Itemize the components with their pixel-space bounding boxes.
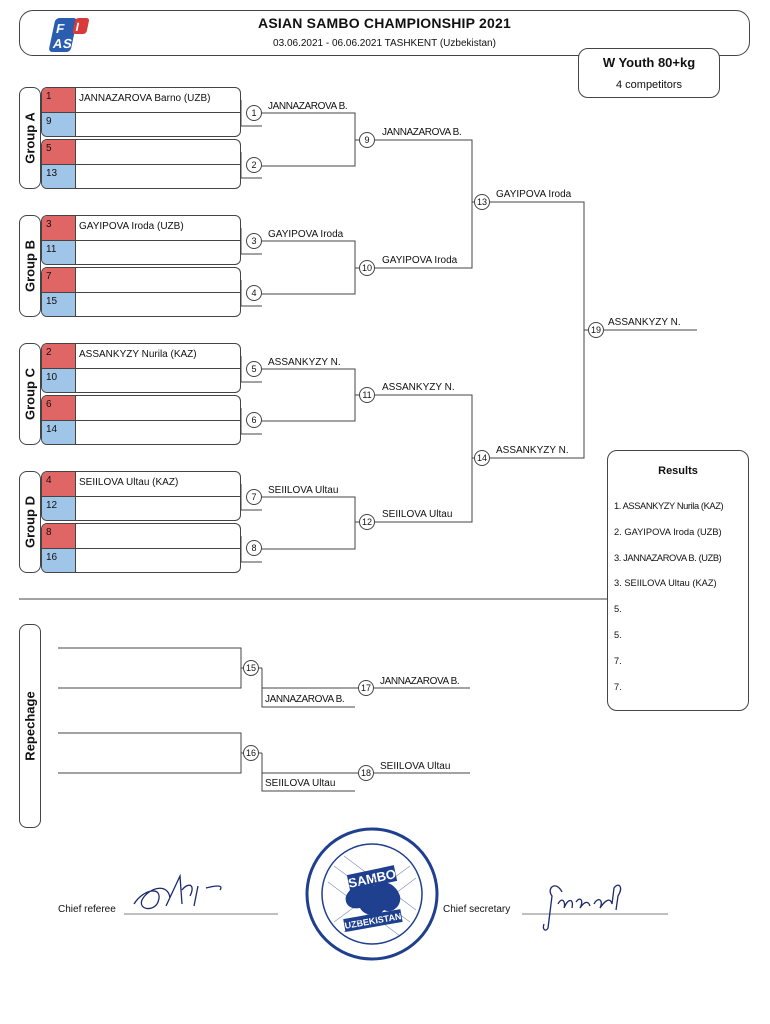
match-winner: JANNAZAROVA B. (380, 676, 460, 687)
group-d-label: Group D (19, 471, 41, 573)
competitor-count: 4 competitors (615, 79, 683, 91)
red-seed: 5 (42, 140, 76, 164)
match-winner: ASSANKYZY N. (268, 357, 341, 368)
match-number: 19 (588, 322, 604, 338)
svg-text:F: F (55, 21, 66, 36)
match-winner: GAYIPOVA Iroda (382, 255, 458, 266)
match-winner: ASSANKYZY N. (382, 382, 455, 393)
competitor-name: SEIILOVA Ultau (KAZ) (79, 477, 179, 488)
result-place: 7. (614, 682, 622, 692)
event-dates: 03.06.2021 - 06.06.2021 TASHKENT (Uzbeki… (273, 38, 496, 49)
group-b-label: Group B (19, 215, 41, 317)
match-winner: JANNAZAROVA B. (268, 101, 348, 112)
bout-pair: 8 16 (41, 523, 241, 573)
result-place: 2. GAYIPOVA Iroda (UZB) (614, 527, 722, 537)
match-number: 7 (246, 489, 262, 505)
competitor-name: JANNAZAROVA Barno (UZB) (79, 93, 211, 104)
svg-text:S: S (62, 36, 74, 51)
blue-seed: 10 (42, 369, 76, 392)
match-number: 16 (243, 745, 259, 761)
svg-text:I: I (74, 20, 80, 34)
red-seed: 6 (42, 396, 76, 420)
blue-seed: 9 (42, 113, 76, 136)
chief-referee-label: Chief referee (58, 904, 116, 915)
association-stamp-icon: SAMBO UZBEKISTAN (305, 827, 439, 961)
blue-seed: 11 (42, 241, 76, 264)
red-seed: 3 (42, 216, 76, 240)
match-number: 15 (243, 660, 259, 676)
result-place: 5. (614, 604, 622, 614)
result-place: 3. SEIILOVA Ultau (KAZ) (614, 578, 717, 588)
results-panel: Results 1. ASSANKYZY Nurila (KAZ) 2. GAY… (607, 450, 749, 711)
weight-category-box: W Youth 80+kg 4 competitors (578, 48, 720, 98)
event-title: ASIAN SAMBO CHAMPIONSHIP 2021 (258, 15, 511, 31)
match-number: 14 (474, 450, 490, 466)
match-number: 11 (359, 387, 375, 403)
chief-referee-signature-icon (124, 873, 278, 915)
repechage-label: Repechage (19, 624, 41, 828)
match-number: 3 (246, 233, 262, 249)
match-number: 8 (246, 540, 262, 556)
repechage-entrant: JANNAZAROVA B. (265, 694, 345, 705)
fias-logo-icon: F A S I (49, 18, 90, 52)
match-winner: SEIILOVA Ultau (382, 509, 453, 520)
event-header: ASIAN SAMBO CHAMPIONSHIP 2021 03.06.2021… (19, 10, 750, 56)
bout-pair: 5 13 (41, 139, 241, 189)
blue-seed: 14 (42, 421, 76, 444)
match-number: 2 (246, 157, 262, 173)
chief-secretary-label: Chief secretary (443, 904, 511, 915)
match-winner: GAYIPOVA Iroda (496, 189, 572, 200)
match-number: 6 (246, 412, 262, 428)
match-winner: SEIILOVA Ultau (268, 485, 339, 496)
result-place: 7. (614, 656, 622, 666)
chief-secretary-signature-icon (522, 884, 668, 931)
bout-pair: 6 14 (41, 395, 241, 445)
match-winner: JANNAZAROVA B. (382, 127, 462, 138)
blue-seed: 15 (42, 293, 76, 316)
match-number: 17 (358, 680, 374, 696)
match-number: 12 (359, 514, 375, 530)
svg-text:A: A (52, 36, 65, 51)
match-winner: GAYIPOVA Iroda (268, 229, 344, 240)
red-seed: 7 (42, 268, 76, 292)
group-a-label: Group A (19, 87, 41, 189)
repechage-entrant: SEIILOVA Ultau (265, 778, 336, 789)
blue-seed: 16 (42, 549, 76, 572)
match-winner: ASSANKYZY N. (496, 445, 569, 456)
match-number: 9 (359, 132, 375, 148)
match-number: 4 (246, 285, 262, 301)
match-number: 10 (359, 260, 375, 276)
final-winner: ASSANKYZY N. (608, 317, 681, 328)
blue-seed: 13 (42, 165, 76, 188)
match-number: 5 (246, 361, 262, 377)
weight-category: W Youth 80+kg (602, 55, 696, 70)
match-number: 13 (474, 194, 490, 210)
red-seed: 4 (42, 472, 76, 496)
result-place: 1. ASSANKYZY Nurila (KAZ) (614, 501, 724, 511)
red-seed: 8 (42, 524, 76, 548)
competitor-name: GAYIPOVA Iroda (UZB) (79, 221, 184, 232)
match-winner: SEIILOVA Ultau (380, 761, 451, 772)
result-place: 5. (614, 630, 622, 640)
match-number: 18 (358, 765, 374, 781)
results-title: Results (658, 465, 698, 477)
group-c-label: Group C (19, 343, 41, 445)
blue-seed: 12 (42, 497, 76, 520)
result-place: 3. JANNAZAROVA B. (UZB) (614, 553, 722, 563)
red-seed: 2 (42, 344, 76, 368)
match-number: 1 (246, 105, 262, 121)
red-seed: 1 (42, 88, 76, 112)
bout-pair: 7 15 (41, 267, 241, 317)
competitor-name: ASSANKYZY Nurila (KAZ) (79, 349, 197, 360)
